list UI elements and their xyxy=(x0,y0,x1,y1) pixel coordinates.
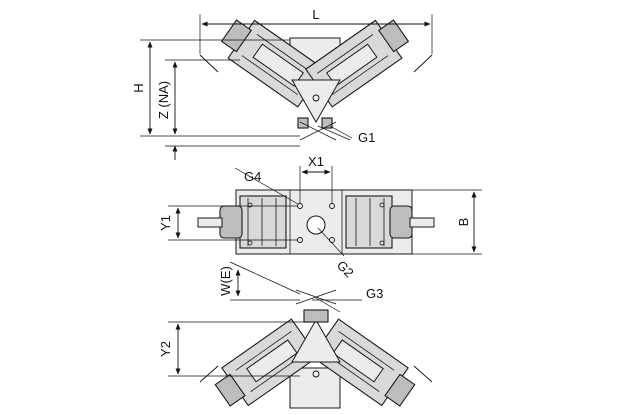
dim-L: L xyxy=(312,7,319,22)
dim-G2: G2 xyxy=(334,258,357,281)
dim-W: W(E) xyxy=(218,266,233,296)
dim-Y2: Y2 xyxy=(158,341,173,357)
dim-Y1: Y1 xyxy=(158,215,173,231)
dim-H: H xyxy=(131,83,146,92)
dim-X1: X1 xyxy=(308,154,324,169)
top-view xyxy=(199,19,433,141)
dim-Z: Z (NA) xyxy=(156,81,171,119)
dim-B: B xyxy=(456,218,471,227)
dim-G3: G3 xyxy=(366,286,383,301)
dim-G1: G1 xyxy=(358,130,375,145)
middle-view xyxy=(197,189,435,255)
dim-G4: G4 xyxy=(244,169,261,184)
bottom-view xyxy=(199,289,433,409)
